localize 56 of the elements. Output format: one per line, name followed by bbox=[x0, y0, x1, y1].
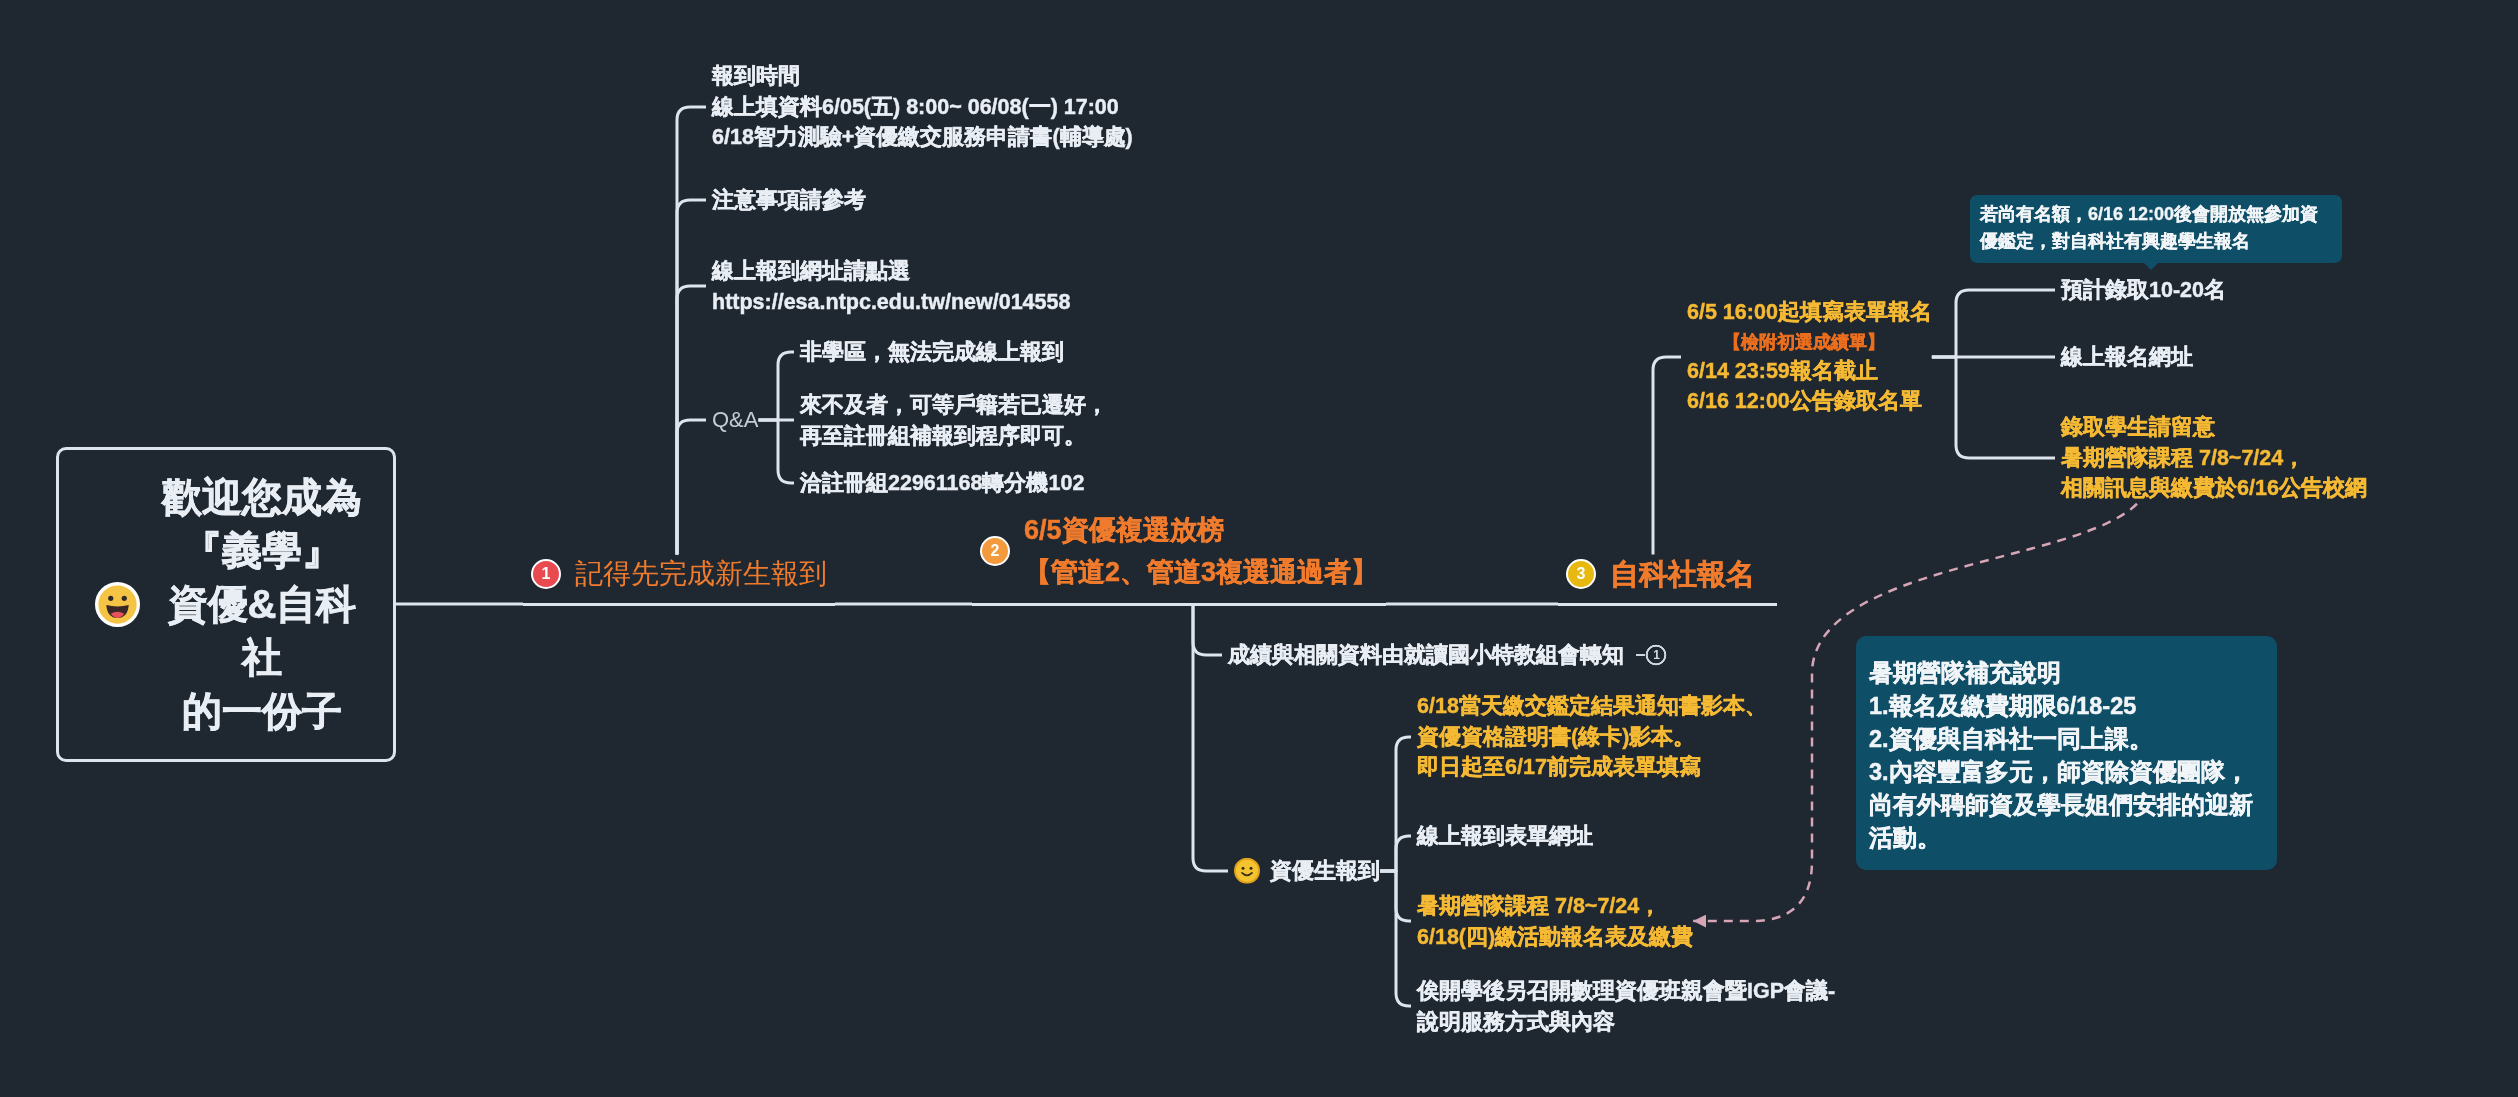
branch-text: 線上報名網址 bbox=[2061, 343, 2193, 371]
central-title: 的一份子 bbox=[182, 687, 342, 735]
priority-marker: 3 bbox=[1566, 558, 1596, 589]
collapsed-count-marker: 1 bbox=[1636, 644, 1667, 666]
branch-text: 錄取學生請留意 bbox=[2061, 414, 2215, 442]
callout-text: 若尚有名額，6/16 12:00後會開放無參加資優鑑定，對自科社有興趣學生報名 bbox=[1980, 203, 2320, 253]
branch-text: 俟開學後另召開數理資優班親會暨IGP會議- bbox=[1417, 977, 1836, 1005]
priority-marker: 1 bbox=[531, 558, 561, 589]
branch-line bbox=[1931, 355, 2055, 460]
note-box bbox=[1856, 636, 2277, 870]
note-text: 1.報名及繳費期限6/18-25 bbox=[1869, 692, 2137, 721]
main-topic-title: 6/5資優複選放榜 bbox=[1024, 513, 1224, 547]
branch-text: 6/5 16:00起填寫表單報名 bbox=[1687, 299, 1932, 327]
central-title: 『義學』 bbox=[182, 527, 342, 575]
branch-text: 成績與相關資料由就讀國小特教組會轉知 bbox=[1228, 641, 1624, 669]
spine-line bbox=[835, 602, 972, 606]
branch-text: 即日起至6/17前完成表單填寫 bbox=[1417, 754, 1701, 782]
branch-text: 相關訊息與繳費於6/16公告校網 bbox=[2061, 475, 2367, 503]
branch-text: 資優生報到 bbox=[1270, 857, 1380, 885]
branch-text: 6/18當天繳交鑑定結果通知書影本、 bbox=[1417, 693, 1767, 721]
branch-text: 再至註冊組補報到程序即可。 bbox=[800, 422, 1086, 449]
note-text: 2.資優與自科社一同上課。 bbox=[1869, 725, 2153, 754]
spine-line bbox=[1386, 602, 1558, 606]
spine-line bbox=[396, 602, 523, 606]
branch-text: 線上報到網址請點選 bbox=[712, 257, 910, 285]
branch-text: 洽註冊組22961168轉分機102 bbox=[800, 469, 1085, 497]
branch-text: 來不及者，可等戶籍若已遷好， bbox=[800, 391, 1108, 419]
main-topic-title: 自科社報名 bbox=[1610, 556, 1755, 592]
branch-text: 暑期營隊課程 7/8~7/24， bbox=[2061, 444, 2306, 472]
callout-bubble bbox=[1970, 195, 2342, 270]
branch-text: 預計錄取10-20名 bbox=[2061, 276, 2226, 304]
branch-text: 6/18(四)繳活動報名表及繳費 bbox=[1417, 923, 1694, 951]
branch-text: 暑期營隊課程 7/8~7/24， bbox=[1417, 892, 1662, 920]
branch-text: 6/18智力測驗+資優繳交服務申請書(輔導處) bbox=[712, 124, 1133, 152]
branch-text: 注意事項請參考 bbox=[712, 186, 866, 214]
central-title: 資優&自科社 bbox=[166, 580, 358, 682]
central-title: 歡迎您成為 bbox=[162, 473, 362, 521]
branch-note: 【檢附初選成績單】 bbox=[1723, 330, 1885, 354]
branch-line bbox=[675, 418, 706, 555]
branch-text: 資優資格證明書(綠卡)影本。 bbox=[1417, 723, 1696, 751]
relationship-arrow bbox=[1693, 502, 2138, 928]
note-text: 3.內容豐富多元，師資除資優團隊，尚有外聘師資及學長姐們安排的迎新活動。 bbox=[1869, 758, 2254, 853]
note-heading: 暑期營隊補充說明 bbox=[1869, 659, 2061, 688]
branch-text: 非學區，無法完成線上報到 bbox=[800, 338, 1064, 366]
branch-text: 線上填資料6/05(五) 8:00~ 06/08(一) 17:00 bbox=[712, 93, 1119, 121]
branch-text: 說明服務方式與內容 bbox=[1417, 1008, 1615, 1035]
priority-marker: 2 bbox=[980, 535, 1010, 566]
branch-text: https://esa.ntpc.edu.tw/new/014558 bbox=[712, 288, 1071, 316]
branch-text: 6/14 23:59報名截止 bbox=[1687, 357, 1878, 385]
branch-text: Q&A bbox=[712, 405, 759, 434]
central-topic-box bbox=[56, 447, 396, 762]
branch-text: 報到時間 bbox=[712, 63, 800, 91]
branch-text: 線上報到表單網址 bbox=[1417, 822, 1593, 850]
main-topic-title: 記得先完成新生報到 bbox=[575, 556, 827, 591]
main-topic-title: 【管道2、管道3複選通過者】 bbox=[1024, 555, 1379, 589]
branch-text: 6/16 12:00公告錄取名單 bbox=[1687, 388, 1922, 416]
